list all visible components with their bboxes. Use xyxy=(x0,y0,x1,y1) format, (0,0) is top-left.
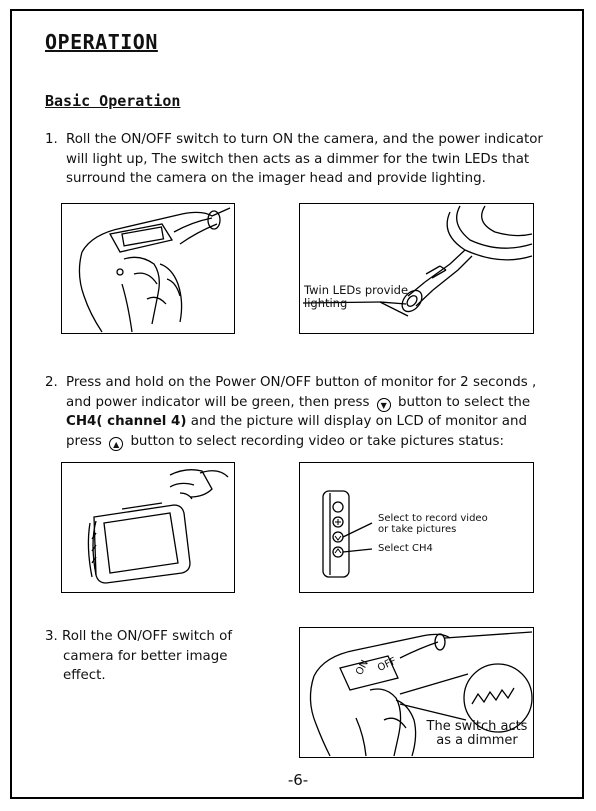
figure-led-caption-line-1: Twin LEDs provide xyxy=(304,283,409,297)
step-2: 2. Press and hold on the Power ON/OFF bu… xyxy=(45,373,575,451)
step-2-line-1: Press and hold on the Power ON/OFF butto… xyxy=(66,375,537,390)
figure-switch-caption-line-1: The switch acts xyxy=(426,719,528,734)
step-2-number: 2. xyxy=(45,375,58,390)
down-arrow-button-icon: ▼ xyxy=(376,397,391,412)
figure-buttons-caption-line-3: Select CH4 xyxy=(378,543,433,554)
figure-monitor-buttons: Select to record video or take pictures … xyxy=(299,462,534,593)
step-1-line-3: surround the camera on the imager head a… xyxy=(66,171,486,186)
step-3: 3. Roll the ON/OFF switch of camera for … xyxy=(45,627,265,686)
page-number: -6- xyxy=(287,771,309,789)
step-2-line-4: press ▲ button to select recording video… xyxy=(66,433,505,451)
figure-buttons-caption-line-1: Select to record video xyxy=(378,513,488,524)
channel-4-label: CH4( channel 4) xyxy=(66,414,187,429)
figure-buttons-caption-line-2: or take pictures xyxy=(378,524,457,535)
page-heading: OPERATION xyxy=(45,30,158,54)
up-arrow-button-icon: ▲ xyxy=(109,436,124,451)
page-border xyxy=(10,9,584,799)
figure-switch-dimmer: ON OFF The switch acts as a dimmer xyxy=(299,627,534,758)
figure-switch-caption-line-2: as a dimmer xyxy=(436,733,518,748)
step-1-number: 1. xyxy=(45,132,58,147)
step-1-line-1: Roll the ON/OFF switch to turn ON the ca… xyxy=(66,132,543,147)
step-1: 1. Roll the ON/OFF switch to turn ON the… xyxy=(45,130,565,189)
step-1-line-2: will light up, The switch then acts as a… xyxy=(66,151,530,167)
step-3-line-3: effect. xyxy=(63,668,106,683)
figure-led-caption-line-2: lighting xyxy=(304,296,348,310)
section-heading: Basic Operation xyxy=(45,92,181,110)
step-3-line-2: camera for better image xyxy=(63,648,228,664)
figure-monitor-hand xyxy=(61,462,235,593)
figure-camera-handle xyxy=(61,203,235,334)
step-3-line-1: 3. Roll the ON/OFF switch of xyxy=(45,629,233,644)
figure-camera-head-leds: Twin LEDs provide lighting xyxy=(299,203,534,334)
step-2-line-2: and power indicator will be green, then … xyxy=(66,394,531,412)
step-2-line-3: CH4( channel 4) and the picture will dis… xyxy=(66,414,527,429)
